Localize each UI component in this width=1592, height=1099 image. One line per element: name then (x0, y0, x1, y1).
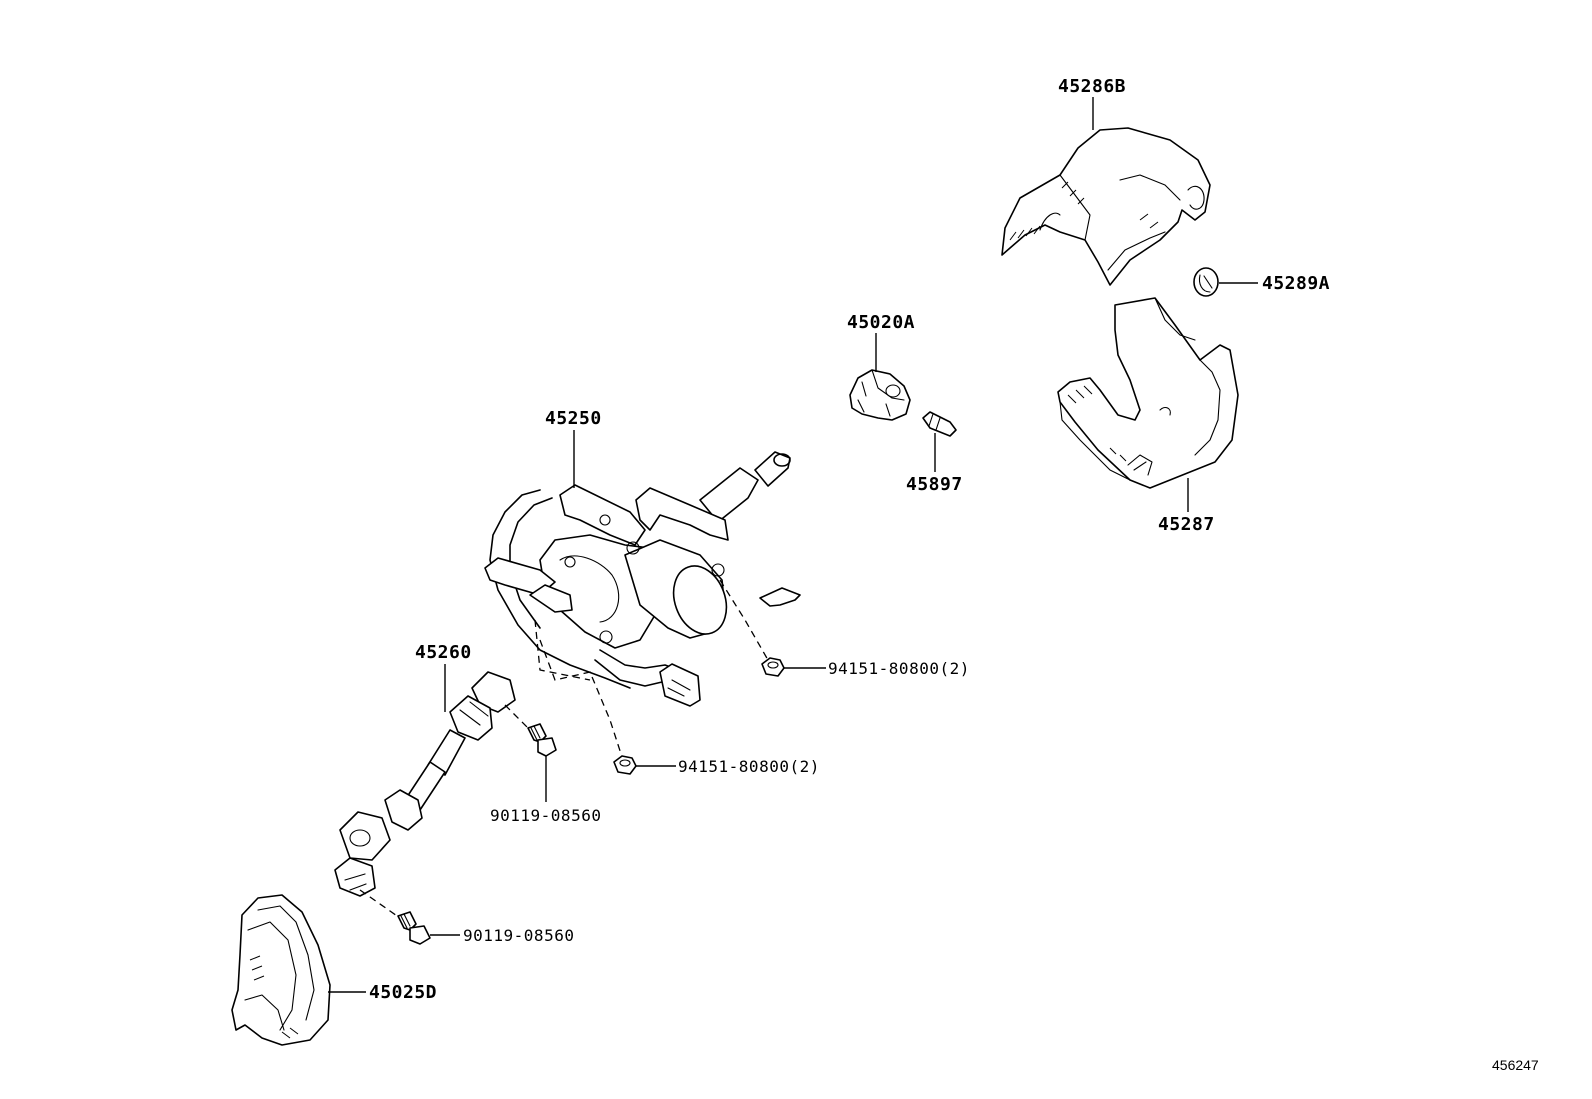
figure-code: 456247 (1492, 1057, 1539, 1073)
label-45286B: 45286B (1058, 76, 1126, 97)
upper-column-cover-drawing (1001, 127, 1211, 286)
column-hole-cover-drawing (231, 894, 331, 1046)
dashed-line-left-nut (539, 639, 624, 761)
label-45289A: 45289A (1262, 273, 1330, 294)
intermediate-shaft-drawing (334, 671, 516, 897)
cover-plug-drawing (1193, 267, 1219, 297)
nut-left-drawing (613, 755, 637, 775)
pin-drawing (922, 411, 957, 437)
label-bolt-lower: 90119-08560 (463, 926, 574, 945)
label-45897: 45897 (906, 474, 963, 495)
bolt-lower-drawing (397, 911, 431, 945)
label-bolt-upper: 90119-08560 (490, 806, 601, 825)
bolt-upper-drawing (527, 723, 557, 757)
dashed-line-bolt-upper (504, 704, 531, 731)
dashed-line-right-nut (719, 579, 769, 661)
label-nut-right: 94151-80800(2) (828, 659, 970, 678)
lower-column-cover-drawing (1057, 297, 1239, 489)
label-nut-left: 94151-80800(2) (678, 757, 820, 776)
label-45287: 45287 (1158, 514, 1215, 535)
label-45250: 45250 (545, 408, 602, 429)
dashed-line-bolt-lower (359, 889, 401, 919)
dashed-line-column-lower (534, 619, 591, 681)
key-cylinder-housing-drawing (849, 369, 911, 421)
label-45025D: 45025D (369, 982, 437, 1003)
steering-column-assembly-drawing (484, 451, 801, 707)
label-45020A: 45020A (847, 312, 915, 333)
nut-right-drawing (761, 657, 785, 677)
label-45260: 45260 (415, 642, 472, 663)
